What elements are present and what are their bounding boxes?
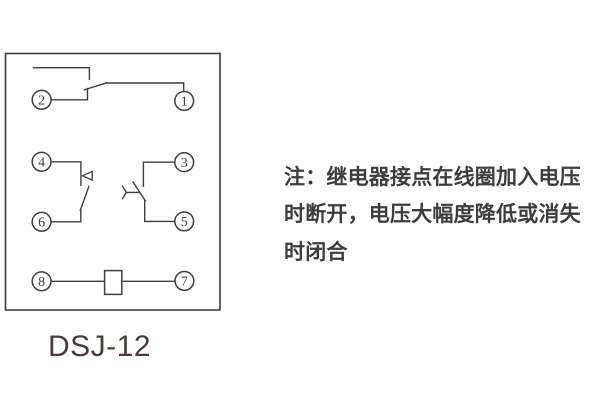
- terminal-8: 8: [31, 271, 52, 292]
- terminal-circle: [31, 271, 52, 292]
- terminal-number: 4: [38, 156, 45, 171]
- terminal-circle: [174, 270, 195, 292]
- terminal-circle: [174, 152, 195, 173]
- contact-symbol-3-5: [121, 161, 176, 223]
- terminal-5-lead: [144, 199, 176, 223]
- schematic-case-outline: [4, 52, 221, 311]
- coil-rect: [103, 269, 123, 296]
- terminal-1-lead: [105, 82, 185, 93]
- note-line-1: 注：继电器接点在线圈加入电压: [284, 166, 581, 189]
- note-text-block: 注：继电器接点在线圈加入电压 时断开，电压大幅度降低或消失 时闭合: [284, 159, 586, 271]
- moving-blade: [83, 82, 108, 91]
- terminal-4-lead: [50, 161, 82, 186]
- contact-symbol-2-1: [32, 67, 185, 101]
- terminal-circle: [174, 211, 195, 232]
- terminal-number: 8: [38, 275, 45, 290]
- terminal-5: 5: [174, 211, 195, 232]
- contact-tip-fork: [121, 185, 140, 200]
- moving-blade: [79, 185, 90, 212]
- terminal-circle: [31, 211, 52, 232]
- terminal-circle: [174, 90, 195, 112]
- contact-symbol-4-6: [50, 161, 93, 223]
- terminal-number: 3: [181, 156, 188, 171]
- moving-blade: [132, 181, 147, 202]
- terminal-3: 3: [174, 152, 195, 173]
- note-line-2: 时断开，电压大幅度降低或消失: [284, 203, 581, 227]
- terminal-number: 1: [181, 95, 188, 110]
- terminal-1: 1: [174, 90, 195, 112]
- contact-tip-triangle: [81, 170, 93, 182]
- terminal-3-lead: [142, 161, 176, 187]
- note-line-3: 时闭合: [284, 240, 348, 264]
- terminal-2-lead: [50, 87, 89, 101]
- terminal-6-lead: [50, 209, 82, 223]
- terminal-4: 4: [31, 151, 52, 172]
- terminal-circle: [31, 89, 52, 110]
- terminal-circle: [31, 151, 52, 172]
- terminal-6: 6: [31, 211, 52, 232]
- terminal-7: 7: [174, 270, 195, 292]
- terminal-number: 2: [38, 94, 45, 109]
- terminal-2: 2: [31, 89, 52, 110]
- model-label: DSJ-12: [48, 330, 152, 363]
- terminal-number: 7: [181, 275, 188, 290]
- fixed-bar: [32, 67, 91, 81]
- coil-symbol-8-7: [50, 269, 176, 296]
- terminal-number: 6: [38, 216, 45, 231]
- terminal-number: 5: [181, 215, 188, 230]
